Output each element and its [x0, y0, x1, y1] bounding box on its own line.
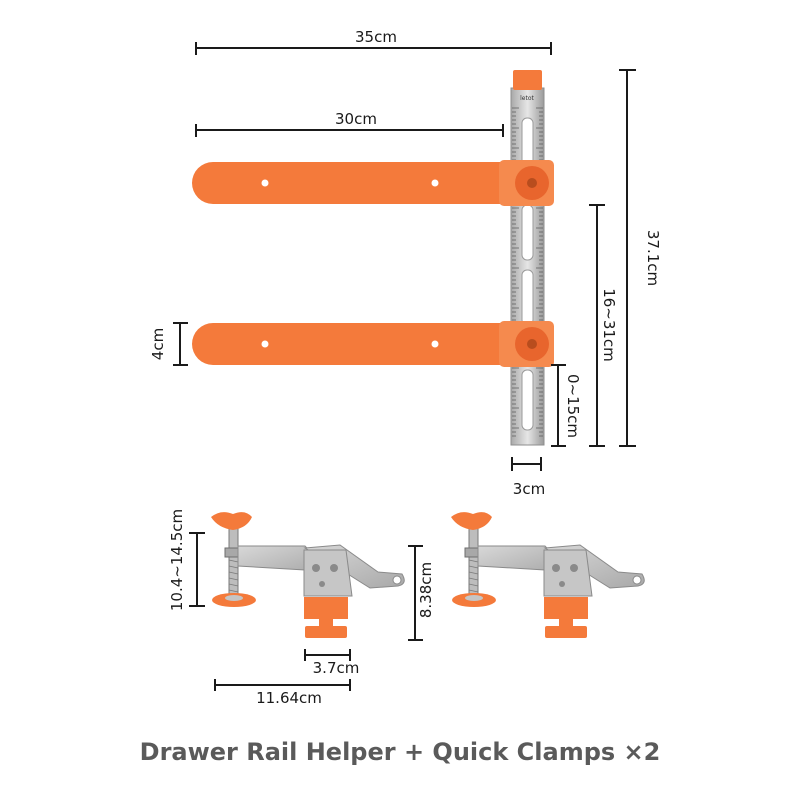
label-total-width: 35cm: [355, 28, 397, 46]
dimension-total-height: [619, 69, 636, 447]
label-arm-width: 4cm: [149, 328, 167, 360]
ruler-top-cap: [513, 70, 542, 90]
dimension-clamp-height: [189, 532, 205, 607]
dimension-clamp-body-height: [408, 545, 423, 641]
label-arm-length: 30cm: [335, 110, 377, 128]
lower-arm: [192, 321, 554, 367]
label-clamp-body-height: 8.38cm: [417, 562, 435, 618]
clamp-base: [304, 597, 348, 619]
dimension-clamp-length: [214, 679, 351, 691]
dimension-clamp-foot-width: [304, 649, 351, 661]
dimension-arm-spacing: [589, 204, 605, 447]
label-rail-width: 3cm: [513, 480, 545, 498]
quick-clamp-right: [450, 511, 645, 639]
label-lower-range: 0~15cm: [564, 374, 582, 438]
ruler-brand-label: letot: [520, 95, 534, 102]
upper-arm: [192, 160, 554, 206]
label-clamp-length: 11.64cm: [256, 689, 322, 707]
quick-clamp-left: [211, 512, 405, 638]
dimension-arm-width: [173, 322, 188, 366]
label-arm-spacing: 16~31cm: [600, 288, 618, 362]
product-caption: Drawer Rail Helper + Quick Clamps ×2: [139, 738, 661, 766]
steel-ruler: letot: [510, 70, 545, 446]
label-total-height: 37.1cm: [644, 230, 662, 286]
label-clamp-height: 10.4~14.5cm: [168, 509, 186, 611]
dimension-arm-length: [195, 124, 504, 137]
dimension-lower-range: [551, 364, 566, 447]
dimension-rail-width: [511, 457, 542, 471]
clamp-top-knob: [211, 512, 252, 530]
dimension-total-width: [195, 42, 552, 55]
label-clamp-foot-width: 3.7cm: [313, 659, 360, 677]
